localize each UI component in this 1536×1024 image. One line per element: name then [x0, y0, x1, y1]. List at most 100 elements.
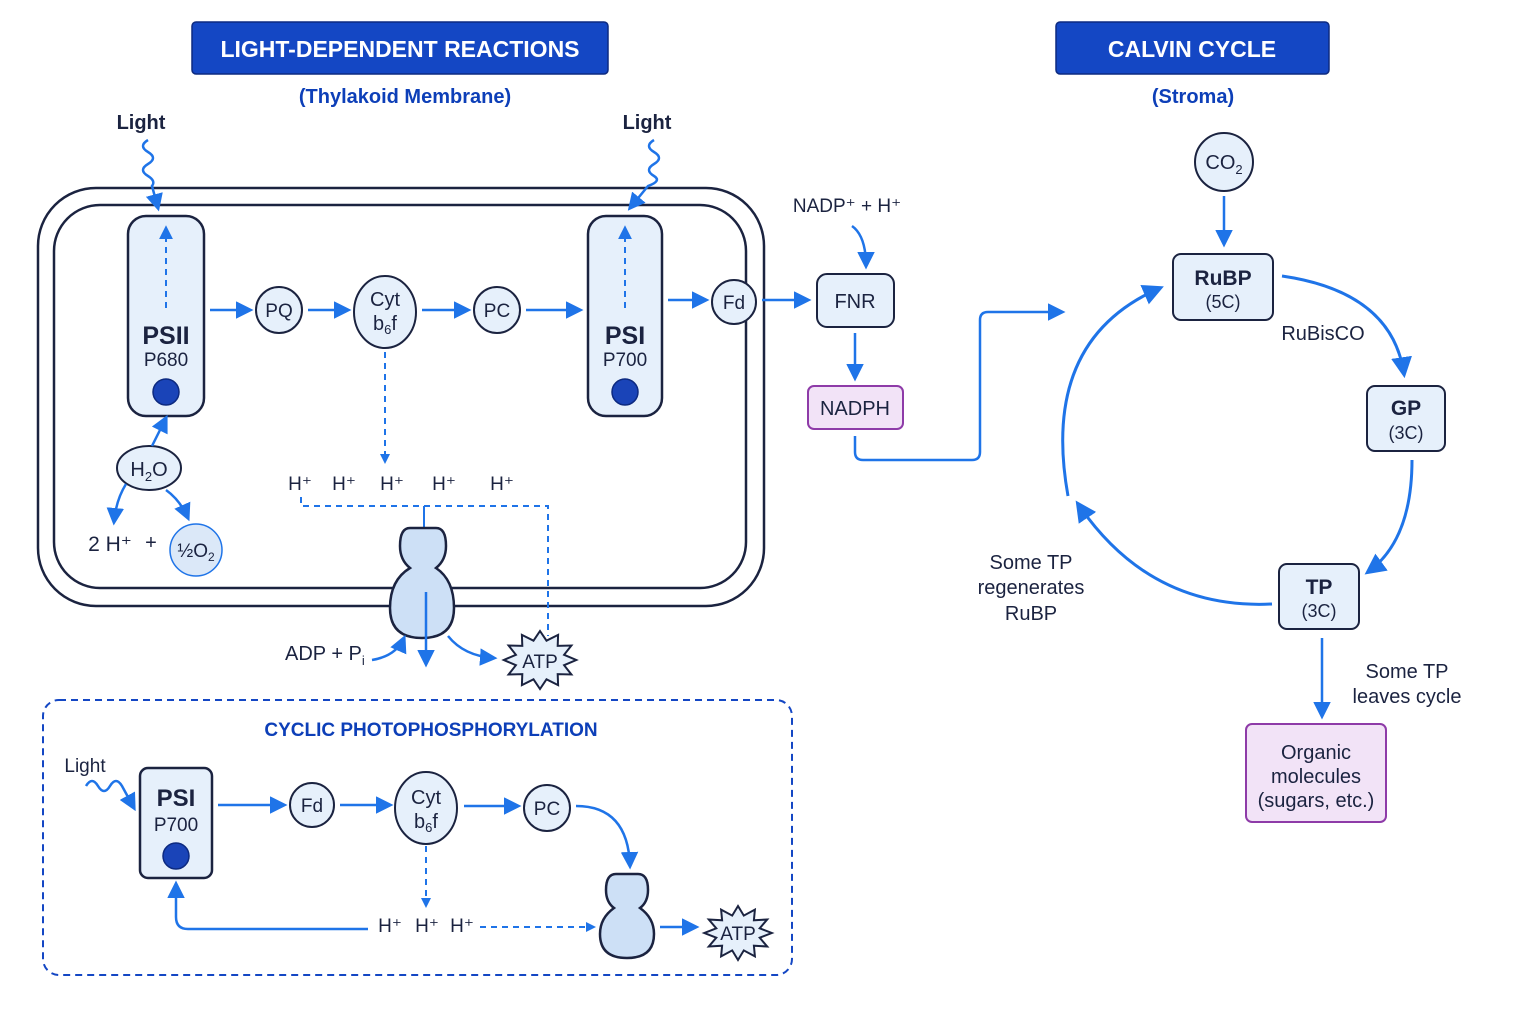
light-label-psi: Light: [623, 112, 672, 134]
fd-label: Fd: [723, 293, 745, 314]
cyclic-psi-node: [138, 766, 214, 880]
cyclic-cyt-label-top: Cyt: [411, 787, 441, 809]
nadph-node: [807, 385, 904, 430]
cyt-b6f-node: [353, 275, 417, 349]
h-ion: H⁺: [332, 474, 356, 495]
psi-complex: PSI P700: [586, 214, 664, 418]
gp-to-tp-arrow: [1364, 459, 1414, 575]
cyclic-psi-pigment: P700: [154, 815, 198, 836]
organic-label-line3: (sugars, etc.): [1258, 790, 1375, 812]
cyclic-h-ion: H⁺: [378, 916, 402, 937]
water-to-psii-arrow: [150, 414, 168, 447]
leaves-label-line1: Some TP: [1366, 661, 1449, 683]
calvin-subtitle: (Stroma): [1152, 86, 1234, 108]
atp-label: ATP: [522, 652, 558, 673]
gp-label: GP: [1391, 397, 1421, 420]
light-reactions-subtitle: (Thylakoid Membrane): [299, 86, 511, 108]
cyclic-h-ion: H⁺: [415, 916, 439, 937]
rubp-carbons: (5C): [1206, 292, 1241, 312]
water-label: H2O: [130, 459, 167, 484]
regen-label-line3: RuBP: [1005, 603, 1057, 625]
cyt-label-top: Cyt: [370, 289, 400, 311]
organic-molecules-node: [1245, 723, 1387, 823]
cyclic-cyt-node: [394, 771, 458, 845]
pc-label: PC: [484, 301, 510, 322]
oxygen-node: [169, 523, 223, 577]
pc-node: [473, 286, 521, 334]
rubp-label: RuBP: [1194, 267, 1251, 290]
gp-node: [1366, 385, 1446, 452]
cyt-label-bottom: b6f: [373, 313, 397, 337]
psii-label: PSII: [142, 322, 189, 350]
plus-sign: +: [145, 532, 157, 554]
h-ion: H⁺: [288, 474, 312, 495]
cyclic-pc-node: [523, 784, 571, 832]
tp-regeneration-arrow: [1075, 500, 1273, 606]
cyclic-pc-to-synthase-arrow: [575, 804, 639, 870]
co2-node: [1194, 132, 1254, 192]
psii-pigment: P680: [144, 350, 188, 371]
cyclic-return-arrow: [167, 880, 368, 931]
psii-complex: PSII P680: [126, 214, 206, 418]
rubp-node: [1172, 253, 1274, 321]
cyclic-psi-label: PSI: [157, 785, 196, 812]
co2-label: CO2: [1205, 152, 1242, 177]
tp-label: TP: [1306, 576, 1333, 599]
cyclic-atp-synthase-icon: [598, 872, 656, 960]
synthase-to-atp-arrow: [447, 635, 498, 666]
fd-node: [711, 279, 757, 325]
adp-label: ADP + Pi: [285, 643, 365, 668]
regeneration-to-rubp-arrow: [1061, 285, 1164, 497]
cyclic-light-wave: [84, 779, 136, 812]
leaves-label-line2: leaves cycle: [1353, 686, 1462, 708]
tp-carbons: (3C): [1302, 601, 1337, 621]
light-label-psii: Light: [117, 112, 166, 134]
water-to-oxygen-arrow: [165, 488, 191, 522]
cyclic-pc-label: PC: [534, 799, 560, 820]
regen-label-line1: Some TP: [990, 552, 1073, 574]
rubisco-label: RuBisCO: [1281, 323, 1364, 345]
light-reactions-banner: LIGHT-DEPENDENT REACTIONS: [191, 21, 609, 75]
cyclic-h-ion: H⁺: [450, 916, 474, 937]
pq-label: PQ: [265, 301, 292, 322]
fnr-label: FNR: [834, 291, 875, 313]
cyclic-cyt-label-bottom: b6f: [414, 811, 438, 835]
protons-released: 2 H⁺: [88, 533, 132, 556]
psii-reaction-center-icon: [152, 378, 180, 406]
adp-to-synthase-arrow: [371, 634, 407, 662]
cyclic-fd-label: Fd: [301, 796, 323, 817]
fnr-node: [816, 273, 895, 328]
pq-node: [255, 286, 303, 334]
light-wave-psi: [627, 138, 661, 211]
h-ion: H⁺: [380, 474, 404, 495]
gp-carbons: (3C): [1389, 423, 1424, 443]
psi-label: PSI: [605, 322, 645, 350]
light-wave-psii: [141, 138, 163, 212]
organic-label-line2: molecules: [1271, 766, 1361, 788]
cyclic-light-label: Light: [64, 756, 106, 777]
h-ion: H⁺: [490, 474, 514, 495]
cyclic-panel: [42, 699, 793, 976]
regen-label-line2: regenerates: [978, 577, 1085, 599]
nadp-label: NADP⁺ + H⁺: [793, 196, 901, 217]
calvin-title: CALVIN CYCLE: [1108, 36, 1276, 62]
organic-label-line1: Organic: [1281, 742, 1351, 764]
nadph-to-calvin-arrow: [853, 303, 1066, 462]
cyclic-psi-reaction-center-icon: [162, 842, 190, 870]
tp-node: [1278, 563, 1360, 630]
cyclic-atp-burst-icon: [701, 904, 775, 962]
psi-pigment: P700: [603, 350, 647, 371]
calvin-banner: CALVIN CYCLE: [1055, 21, 1330, 75]
cyclic-title: CYCLIC PHOTOPHOSPHORYLATION: [264, 720, 597, 741]
light-reactions-title: LIGHT-DEPENDENT REACTIONS: [220, 36, 579, 62]
cyclic-fd-node: [289, 782, 335, 828]
atp-synthase-icon: [388, 526, 456, 640]
water-node: [116, 445, 182, 491]
rubp-to-gp-arrow: [1281, 274, 1412, 379]
atp-burst-icon: [501, 629, 579, 691]
oxygen-label: ½O2: [177, 541, 215, 564]
nadp-to-fnr-arrow: [851, 224, 875, 270]
h-ion: H⁺: [432, 474, 456, 495]
cyclic-atp-label: ATP: [720, 924, 756, 945]
